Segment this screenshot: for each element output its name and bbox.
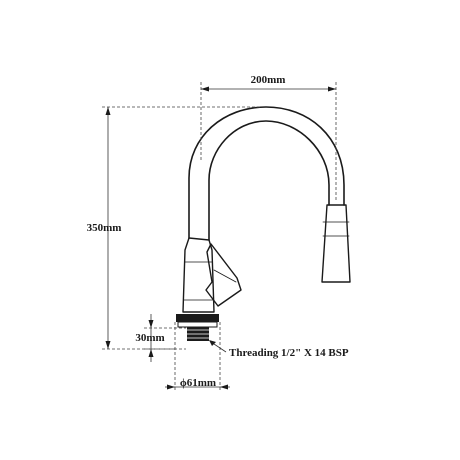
dimension-base-height: 30mm [135,314,186,362]
dimension-spout-reach: 200mm [200,74,337,200]
base-height-label: 30mm [135,332,164,344]
faucet-body [182,237,215,313]
threading-label: Threading 1/2" X 14 BSP [229,347,349,359]
base-mount [176,314,219,341]
threading-callout: Threading 1/2" X 14 BSP [209,340,349,359]
base-diameter-label: ϕ61mm [180,377,216,389]
spout-reach-label: 200mm [251,74,286,86]
dimension-height: 350mm [87,106,262,350]
height-label: 350mm [87,222,122,234]
dimension-base-diameter: ϕ61mm [165,322,230,392]
spray-head [321,204,351,283]
spout [188,106,345,241]
lever-handle [205,243,242,307]
